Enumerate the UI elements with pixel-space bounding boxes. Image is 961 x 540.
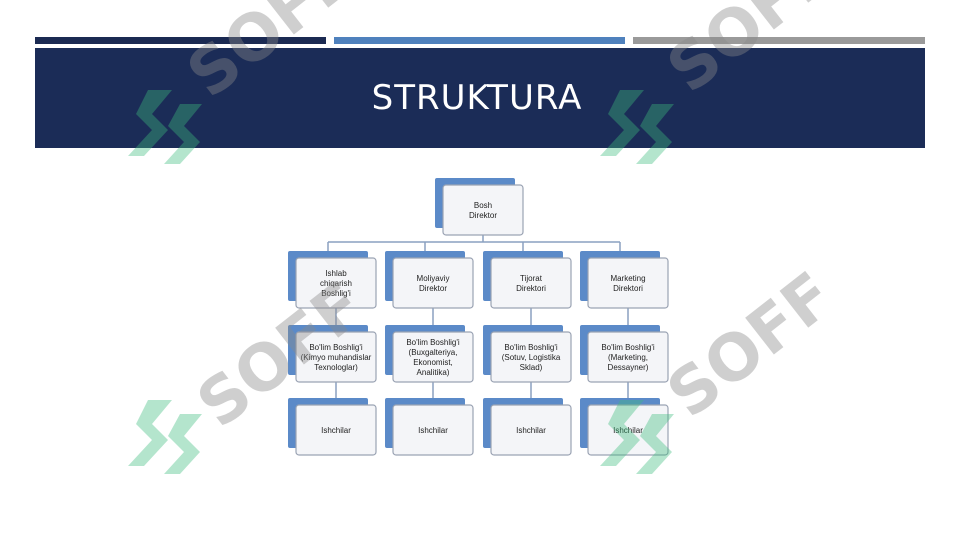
box-label: Ishchilar: [321, 426, 351, 435]
box-label: Direktor: [469, 211, 497, 220]
box-label: Direktori: [613, 284, 643, 293]
box-card: [295, 257, 377, 309]
box-card: [392, 404, 474, 456]
box-label: Boshlig'i: [321, 289, 351, 298]
title-banner: STRUKTURA: [35, 48, 925, 148]
box-label: Bo'lim Boshlig'i: [504, 343, 558, 352]
box-label: chiqarish: [320, 279, 352, 288]
box-label: Marketing: [610, 274, 645, 283]
box-label: Ekonomist,: [413, 358, 453, 367]
box-card: [490, 331, 572, 383]
box-label: (Kimyo muhandislar: [301, 353, 372, 362]
box-card: [392, 257, 474, 309]
box-label: Ishlab: [325, 269, 347, 278]
box-label: Bo'lim Boshlig'i: [406, 338, 460, 347]
box-card: [490, 404, 572, 456]
box-label: (Marketing,: [608, 353, 648, 362]
box-card: [442, 184, 524, 236]
box-card: [295, 404, 377, 456]
org-node-department-head: Bo'lim Boshlig'i(Kimyo muhandislarTexnol…: [288, 325, 377, 383]
box-card: [587, 331, 669, 383]
box-label: Tijorat: [520, 274, 543, 283]
box-label: Direktori: [516, 284, 546, 293]
org-node-department-head: Bo'lim Boshlig'i(Buxgalteriya,Ekonomist,…: [385, 325, 474, 383]
slide-title: STRUKTURA: [371, 78, 583, 118]
box-card: [295, 331, 377, 383]
box-card: [587, 257, 669, 309]
org-node-department-head: Bo'lim Boshlig'i(Marketing,Dessayner): [580, 325, 669, 383]
accent-bar-gray: [633, 37, 925, 44]
org-node-staff: Ishchilar: [288, 398, 377, 456]
box-label: Bo'lim Boshlig'i: [601, 343, 655, 352]
box-label: (Buxgalteriya,: [409, 348, 458, 357]
box-label: Bosh: [474, 201, 492, 210]
box-card: [392, 331, 474, 383]
box-card: [587, 404, 669, 456]
box-label: (Sotuv, Logistika: [502, 353, 561, 362]
org-node-staff: Ishchilar: [580, 398, 669, 456]
box-label: Texnologlar): [314, 363, 358, 372]
box-label: Dessayner): [608, 363, 649, 372]
box-label: Sklad): [520, 363, 543, 372]
box-label: Moliyaviy: [417, 274, 450, 283]
box-label: Bo'lim Boshlig'i: [309, 343, 363, 352]
org-node-staff: Ishchilar: [483, 398, 572, 456]
org-node-staff: Ishchilar: [385, 398, 474, 456]
accent-bar-blue: [334, 37, 625, 44]
accent-bar-navy: [35, 37, 326, 44]
box-label: Ishchilar: [418, 426, 448, 435]
box-label: Direktor: [419, 284, 447, 293]
box-card: [490, 257, 572, 309]
box-label: Ishchilar: [516, 426, 546, 435]
box-label: Analitika): [417, 368, 450, 377]
box-label: Ishchilar: [613, 426, 643, 435]
